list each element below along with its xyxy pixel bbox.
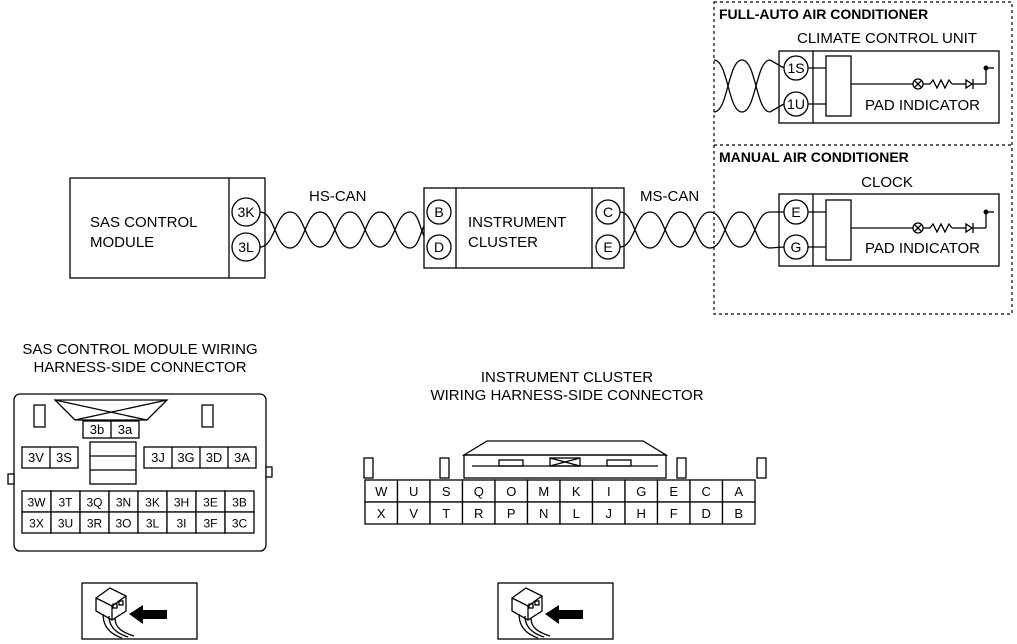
indicator-bulb-icon <box>912 78 924 90</box>
cluster-label-1: INSTRUMENT <box>468 214 566 231</box>
cluster-pin-j: J <box>606 506 613 521</box>
cluster-pin-e: E <box>669 484 678 499</box>
pin-cluster-c: C <box>603 204 613 220</box>
sas-pin-3i: 3I <box>176 517 186 531</box>
sas-pin-3s: 3S <box>56 450 72 465</box>
cluster-pin-u: U <box>409 484 418 499</box>
pin-clock-g: G <box>791 239 802 255</box>
instrument-cluster: INSTRUMENT CLUSTER B D C E <box>423 187 625 269</box>
cluster-pin-a: A <box>734 484 743 499</box>
pin-1u: 1U <box>787 96 805 112</box>
cluster-pin-r: R <box>474 506 483 521</box>
sas-pin-3f: 3F <box>203 517 217 531</box>
sas-pin-3d: 3D <box>206 450 223 465</box>
cluster-pin-f: F <box>670 506 678 521</box>
pin-cluster-b: B <box>434 204 443 220</box>
cluster-pin-g: G <box>636 484 646 499</box>
cluster-pin-t: T <box>442 506 450 521</box>
ms-can-twisted-pair: MS-CAN <box>619 188 785 249</box>
sas-pin-3l: 3L <box>146 517 160 531</box>
sas-pin-3g: 3G <box>177 450 194 465</box>
sas-pin-3o: 3O <box>115 517 131 531</box>
pin-cluster-d: D <box>434 239 444 255</box>
resistor-icon <box>929 78 953 90</box>
cluster-connector-title-1: INSTRUMENT CLUSTER <box>481 369 653 386</box>
twisted-pair-auto <box>713 59 785 113</box>
sas-pin-3k: 3K <box>145 496 160 510</box>
sas-pin-3h: 3H <box>174 496 189 510</box>
sas-pin-3x: 3X <box>29 517 44 531</box>
cluster-pin-grid: W U S Q O M K I G E C A X V T R P N L J H F D B <box>364 479 756 525</box>
sas-pin-3n: 3N <box>116 496 131 510</box>
sas-pin-3t: 3T <box>58 496 73 510</box>
pin-clock-e: E <box>791 204 800 220</box>
sas-connector-face: SAS CONTROL MODULE WIRING HARNESS-SIDE C… <box>7 341 273 552</box>
sas-pin-cell <box>224 511 255 534</box>
hs-can-label: HS-CAN <box>309 188 367 205</box>
cluster-pin-x: X <box>377 506 386 521</box>
sas-pin-3q: 3Q <box>86 496 102 510</box>
sas-connector-title-1: SAS CONTROL MODULE WIRING <box>22 341 257 358</box>
connector-view-icon <box>497 582 614 640</box>
sas-pin-grid: 3W 3T 3Q 3N 3K 3H 3E 3B 3X 3U 3R 3O 3L 3I 3F 3C <box>21 490 255 534</box>
ms-can-label: MS-CAN <box>640 188 699 205</box>
cluster-pin-i: I <box>607 484 611 499</box>
pin-1s: 1S <box>787 60 804 76</box>
clock-unit: E G PAD INDICATOR <box>778 193 1000 267</box>
pad-indicator-label-auto: PAD INDICATOR <box>865 97 980 114</box>
cluster-connector-face: INSTRUMENT CLUSTER WIRING HARNESS-SIDE C… <box>363 369 767 525</box>
cluster-connector-title-2: WIRING HARNESS-SIDE CONNECTOR <box>430 387 703 404</box>
cluster-pin-h: H <box>637 506 646 521</box>
pin-3k: 3K <box>237 204 255 220</box>
cluster-pin-d: D <box>702 506 711 521</box>
sas-pin-3u: 3U <box>58 517 73 531</box>
cluster-pin-b: B <box>734 506 743 521</box>
indicator-bulb-icon <box>912 222 924 234</box>
cluster-pin-p: P <box>507 506 516 521</box>
pin-cluster-e: E <box>603 239 612 255</box>
sas-pin-3e: 3E <box>203 496 218 510</box>
resistor-icon <box>929 222 953 234</box>
cluster-pin-k: K <box>572 484 581 499</box>
cluster-pin-l: L <box>573 506 580 521</box>
sas-pin-3v: 3V <box>28 450 44 465</box>
cluster-pin-s: S <box>442 484 451 499</box>
sas-pin-3b: 3b <box>90 422 104 437</box>
full-auto-title: FULL-AUTO AIR CONDITIONER <box>719 6 928 22</box>
cluster-pin-cell <box>721 501 756 525</box>
cluster-pin-w: W <box>375 484 388 499</box>
sas-module-label-1: SAS CONTROL <box>90 214 198 231</box>
sas-pin-3a: 3a <box>118 422 133 437</box>
climate-control-unit-label: CLIMATE CONTROL UNIT <box>797 30 977 47</box>
sas-pin-3a-lower: 3A <box>234 450 250 465</box>
cluster-label-2: CLUSTER <box>468 234 538 251</box>
sas-pin-3j: 3J <box>151 450 165 465</box>
connector-view-icon <box>81 582 198 640</box>
cluster-pin-c: C <box>702 484 711 499</box>
clock-label: CLOCK <box>861 174 913 191</box>
cluster-pin-o: O <box>506 484 516 499</box>
pad-indicator-label-manual: PAD INDICATOR <box>865 240 980 257</box>
manual-title: MANUAL AIR CONDITIONER <box>719 149 909 165</box>
sas-module-label-2: MODULE <box>90 234 154 251</box>
sas-pin-3r: 3R <box>87 517 103 531</box>
sas-connector-title-2: HARNESS-SIDE CONNECTOR <box>33 359 246 376</box>
cluster-pin-n: N <box>539 506 548 521</box>
pin-3l: 3L <box>238 239 254 255</box>
cluster-pin-q: Q <box>474 484 484 499</box>
cluster-pin-m: M <box>538 484 549 499</box>
sas-pin-3b: 3B <box>232 496 247 510</box>
hs-can-twisted-pair: HS-CAN <box>259 188 427 249</box>
cluster-pin-v: V <box>409 506 418 521</box>
climate-control-unit: 1S 1U PAD INDICATOR <box>778 50 1000 124</box>
sas-control-module: SAS CONTROL MODULE 3K 3L <box>69 177 266 279</box>
sas-pin-3w: 3W <box>28 496 47 510</box>
air-conditioner-panel: FULL-AUTO AIR CONDITIONER CLIMATE CONTRO… <box>713 1 1013 315</box>
sas-pin-3c: 3C <box>232 517 248 531</box>
